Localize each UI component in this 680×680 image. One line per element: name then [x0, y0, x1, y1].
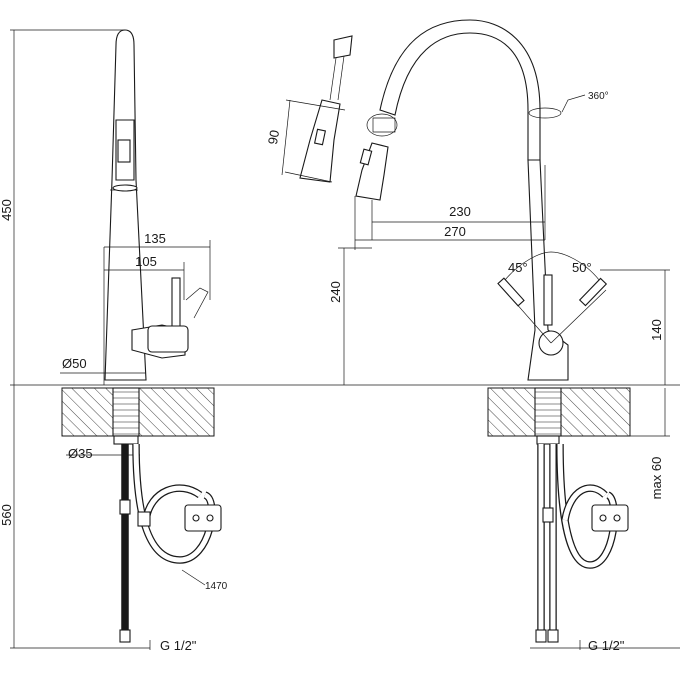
dim-105: 105 — [135, 254, 157, 269]
dim-1470: 1470 — [205, 581, 228, 592]
thread-label-right: G 1/2" — [588, 638, 625, 653]
dim-140: 140 — [649, 319, 664, 341]
dim-270: 270 — [444, 224, 466, 239]
right-view: 90 360° 230 270 240 — [265, 19, 680, 653]
angle-45: 45° — [508, 260, 528, 275]
dim-360: 360° — [588, 91, 609, 102]
thread-label-left: G 1/2" — [160, 638, 197, 653]
faucet-side-body — [104, 29, 209, 381]
dim-d35: Ø35 — [68, 446, 93, 461]
dim-230: 230 — [449, 204, 471, 219]
left-view: 450 560 135 105 Ø50 — [0, 29, 680, 653]
spray-head-detail: 90 — [265, 35, 353, 183]
dim-560: 560 — [0, 504, 14, 526]
supply-hoses-right — [535, 435, 629, 643]
dim-max60: max 60 — [649, 457, 664, 500]
dim-135: 135 — [144, 231, 166, 246]
lever-angles: 45° 50° — [497, 251, 608, 344]
angle-50: 50° — [572, 260, 592, 275]
dim-240: 240 — [328, 281, 343, 303]
supply-hoses-left — [119, 443, 222, 643]
dim-90: 90 — [265, 129, 282, 146]
dim-d50: Ø50 — [62, 356, 87, 371]
dim-450: 450 — [0, 199, 14, 221]
gooseneck-spout: 360° — [355, 19, 609, 381]
